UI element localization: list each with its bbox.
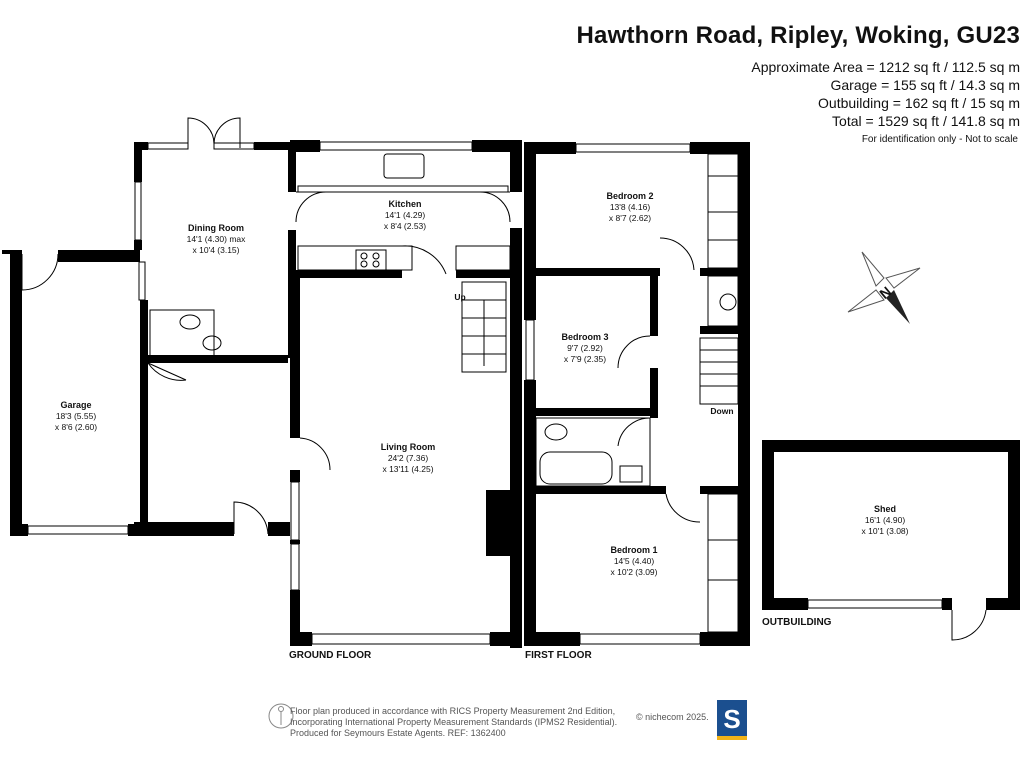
bedroom-2-dim-1: 13'8 (4.16) <box>610 202 651 212</box>
area-garage: Garage = 155 sq ft / 14.3 sq m <box>830 77 1021 93</box>
bedroom-3-dim-2: x 7'9 (2.35) <box>564 354 606 364</box>
labels: Kitchen 14'1 (4.29) x 8'4 (2.53) Dining … <box>55 191 909 661</box>
area-outbuilding: Outbuilding = 162 sq ft / 15 sq m <box>818 95 1020 111</box>
ground-floor-label: GROUND FLOOR <box>289 650 372 661</box>
shed-name: Shed <box>874 504 896 514</box>
shed-dim-2: x 10'1 (3.08) <box>862 526 909 536</box>
kitchen-dim-2: x 8'4 (2.53) <box>384 221 426 231</box>
stairs-down-label: Down <box>710 406 733 416</box>
compass: N <box>847 251 921 324</box>
area-approximate: Approximate Area = 1212 sq ft / 112.5 sq… <box>751 59 1020 75</box>
bedroom-1-dim-2: x 10'2 (3.09) <box>611 567 658 577</box>
agent-logo: S <box>717 700 747 740</box>
living-room-name: Living Room <box>381 442 436 452</box>
dining-room-dim-1: 14'1 (4.30) max <box>187 234 247 244</box>
stairs-up-label: Up <box>454 292 465 302</box>
garage-name: Garage <box>60 400 91 410</box>
outbuilding-label: OUTBUILDING <box>762 617 832 628</box>
bedroom-2-dim-2: x 8'7 (2.62) <box>609 213 651 223</box>
property-title: Hawthorn Road, Ripley, Woking, GU23 <box>576 22 1020 49</box>
bedroom-2-name: Bedroom 2 <box>606 191 653 201</box>
first-floor-label: FIRST FLOOR <box>525 650 592 661</box>
garage-dim-2: x 8'6 (2.60) <box>55 422 97 432</box>
kitchen-dim-1: 14'1 (4.29) <box>385 210 426 220</box>
dining-room-name: Dining Room <box>188 223 244 233</box>
living-room-dim-1: 24'2 (7.36) <box>388 453 429 463</box>
area-total: Total = 1529 sq ft / 141.8 sq m <box>832 113 1020 129</box>
walls <box>2 140 1020 648</box>
kitchen-name: Kitchen <box>388 199 421 209</box>
bedroom-3-dim-1: 9'7 (2.92) <box>567 343 603 353</box>
bedroom-1-dim-1: 14'5 (4.40) <box>614 556 655 566</box>
footer-line-1: Floor plan produced in accordance with R… <box>290 706 616 716</box>
dining-room-dim-2: x 10'4 (3.15) <box>193 245 240 255</box>
scale-note: For identification only - Not to scale <box>861 134 1018 145</box>
doors-and-fixtures <box>21 117 987 641</box>
footer-line-3: Produced for Seymours Estate Agents. REF… <box>290 728 506 738</box>
copyright: © nichecom 2025. <box>636 712 709 722</box>
bedroom-3-name: Bedroom 3 <box>561 332 608 342</box>
garage-dim-1: 18'3 (5.55) <box>56 411 97 421</box>
person-icon <box>268 703 294 729</box>
living-room-dim-2: x 13'11 (4.25) <box>382 464 433 474</box>
windows <box>27 141 943 645</box>
bedroom-1-name: Bedroom 1 <box>610 545 657 555</box>
shed-dim-1: 16'1 (4.90) <box>865 515 906 525</box>
footer-line-2: Incorporating International Property Mea… <box>290 717 618 727</box>
